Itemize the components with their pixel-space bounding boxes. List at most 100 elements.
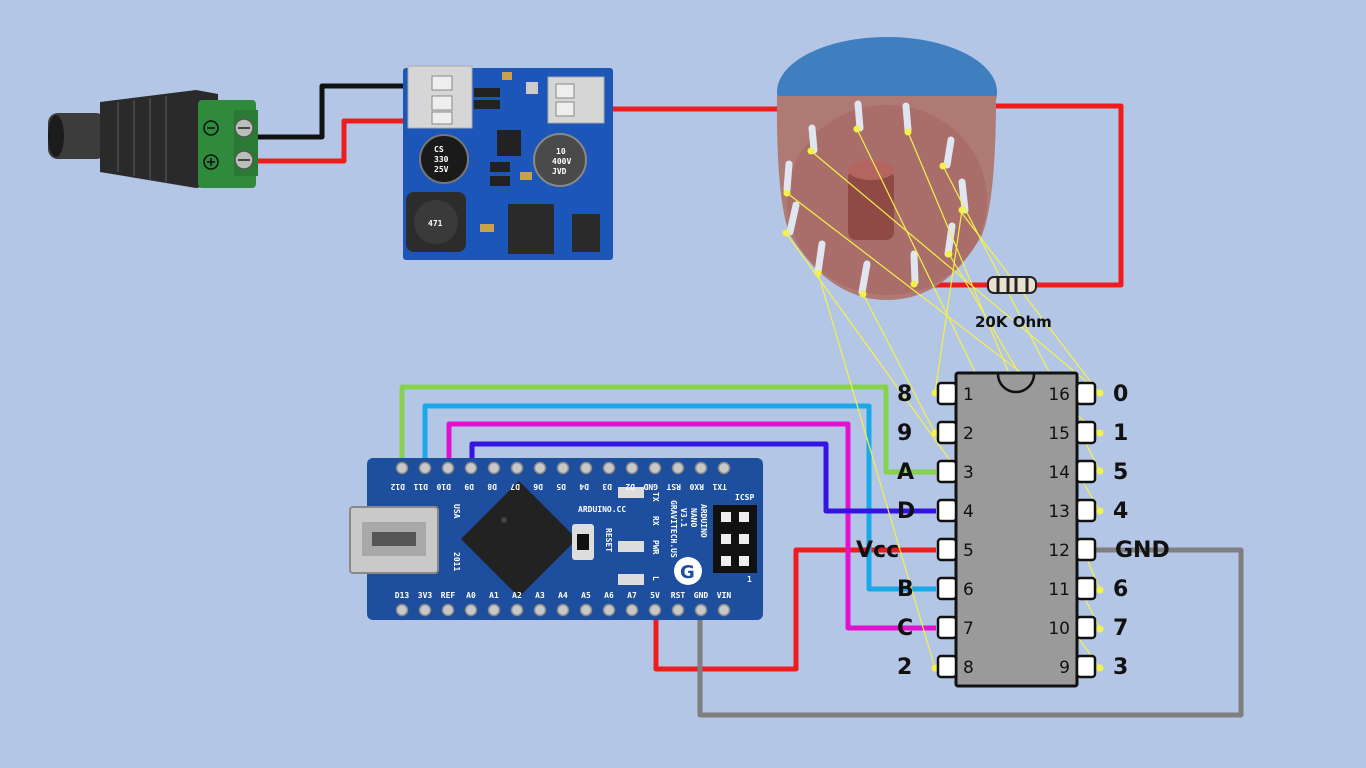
nano-top-pin-label: D2 bbox=[625, 482, 635, 491]
nano-top-pin bbox=[418, 461, 432, 475]
nano-top-pin-label: D8 bbox=[487, 482, 497, 491]
nano-bottom-pin bbox=[648, 603, 662, 617]
chip-pin-number: 8 bbox=[963, 658, 974, 678]
nano-bottom-pin-label: A6 bbox=[604, 591, 614, 600]
chip-pin-number: 1 bbox=[963, 385, 974, 405]
nano-bottom-pin-label: A5 bbox=[581, 591, 591, 600]
nano-top-pin bbox=[395, 461, 409, 475]
nano-bottom-pin bbox=[694, 603, 708, 617]
chip-right-pin-label: 7 bbox=[1113, 616, 1128, 641]
nano-bottom-pin bbox=[487, 603, 501, 617]
resistor-20k: 20K Ohm bbox=[975, 276, 1052, 331]
diode bbox=[572, 214, 600, 252]
nano-top-pin-label: D11 bbox=[413, 482, 428, 491]
chip-pin-number: 9 bbox=[1059, 658, 1070, 678]
nixie-tube bbox=[776, 37, 997, 300]
chip-right-pin bbox=[1075, 654, 1097, 679]
nano-top-pin-label: TX1 bbox=[712, 482, 727, 491]
nano-bottom-pin bbox=[717, 603, 731, 617]
nano-top-pin-label: D9 bbox=[464, 482, 474, 491]
nano-bottom-pin bbox=[464, 603, 478, 617]
controller-ic bbox=[497, 130, 521, 156]
nano-bottom-pin bbox=[556, 603, 570, 617]
chip-left-pin bbox=[936, 459, 958, 484]
inductor-label: 471 bbox=[428, 219, 443, 228]
nano-bottom-pin-label: 5V bbox=[650, 591, 660, 600]
nano-bottom-pin-label: GND bbox=[694, 591, 709, 600]
chip-pin-number: 3 bbox=[963, 463, 974, 483]
nano-top-pin bbox=[464, 461, 478, 475]
nano-bottom-pin-label: A2 bbox=[512, 591, 522, 600]
chip-left-pin-label: A bbox=[897, 460, 914, 485]
chip-left-pin-label: Vcc bbox=[856, 538, 899, 563]
nano-bottom-pin bbox=[602, 603, 616, 617]
nano-top-pin-label: GND bbox=[643, 482, 658, 491]
chip-pin-number: 11 bbox=[1048, 580, 1070, 600]
resistor-body bbox=[987, 276, 1037, 294]
nano-bottom-pin bbox=[579, 603, 593, 617]
nano-bottom-pin bbox=[671, 603, 685, 617]
nano-top-pin-label: D5 bbox=[556, 482, 566, 491]
chip-pin-number: 15 bbox=[1048, 424, 1070, 444]
chip-left-pin-label: D bbox=[897, 499, 915, 524]
nano-top-pin-label: D7 bbox=[510, 482, 520, 491]
chip-left-pin bbox=[936, 498, 958, 523]
chip-left-pin bbox=[936, 654, 958, 679]
nano-bottom-pin-label: A1 bbox=[489, 591, 499, 600]
jack-opening bbox=[48, 115, 64, 157]
chip-left-pin-label: 8 bbox=[897, 382, 912, 407]
wire-blue-d9 bbox=[469, 441, 936, 514]
year-text: 2011 bbox=[452, 552, 461, 571]
chip-pin-number: 14 bbox=[1048, 463, 1070, 483]
chip-right-pin bbox=[1075, 576, 1097, 601]
resistor-label: 20K Ohm bbox=[975, 313, 1052, 331]
gravitech-logo bbox=[674, 557, 702, 585]
wire-gray-gnd bbox=[697, 547, 1244, 718]
chip-pin-number: 13 bbox=[1048, 502, 1070, 522]
chip-right-pin-label: 5 bbox=[1113, 460, 1128, 485]
nano-bottom-pin bbox=[533, 603, 547, 617]
chip-left-pin bbox=[936, 537, 958, 562]
wires bbox=[258, 83, 1244, 718]
plus-symbol-icon bbox=[203, 154, 219, 170]
wire-cyan-d11 bbox=[422, 403, 936, 592]
nano-top-pin bbox=[602, 461, 616, 475]
nano-bottom-pin-label: A4 bbox=[558, 591, 568, 600]
nano-top-pin bbox=[648, 461, 662, 475]
mosfet bbox=[508, 204, 554, 254]
arduino-nano: G ARDUINO.CC ARDUINO NANO V3.1 GRAVITECH… bbox=[349, 458, 763, 620]
chip-left-pin-label: 9 bbox=[897, 421, 912, 446]
chip-left-pin-label: 2 bbox=[897, 655, 912, 680]
nano-top-pin-label: RST bbox=[666, 482, 681, 491]
chip-right-pin bbox=[1075, 420, 1097, 445]
arduino-cc-text: ARDUINO.CC bbox=[578, 505, 626, 514]
nano-text-1: ARDUINO bbox=[699, 504, 708, 538]
cap-a-text-2: 330 bbox=[434, 155, 449, 164]
usa-text: USA bbox=[452, 504, 461, 519]
chip-right-pin-label: 1 bbox=[1113, 421, 1128, 446]
chip-right-pin bbox=[1075, 459, 1097, 484]
chip-left-pin bbox=[936, 381, 958, 406]
cap-a-text-3: 25V bbox=[434, 165, 449, 174]
nano-bottom-pin-label: A0 bbox=[466, 591, 476, 600]
chip-left-pin-label: B bbox=[897, 577, 914, 602]
gravitech-logo-letter: G bbox=[680, 562, 695, 583]
chip-left-pin bbox=[936, 615, 958, 640]
chip-right-pin bbox=[1075, 615, 1097, 640]
nano-bottom-pin bbox=[625, 603, 639, 617]
wire-red-vcc bbox=[653, 547, 936, 672]
nano-bottom-pin-label: 3V3 bbox=[418, 591, 433, 600]
cap-b-text-3: JVD bbox=[552, 167, 567, 176]
nano-bottom-pin bbox=[418, 603, 432, 617]
nano-top-pin bbox=[533, 461, 547, 475]
nano-top-pin-label: D10 bbox=[436, 482, 451, 491]
chip-body bbox=[954, 371, 1079, 688]
led-l bbox=[618, 574, 644, 585]
nano-top-pin bbox=[487, 461, 501, 475]
nano-top-pin bbox=[694, 461, 708, 475]
nano-bottom-pin-label: D13 bbox=[395, 591, 410, 600]
chip-right-pin bbox=[1075, 498, 1097, 523]
chip-right-pin bbox=[1075, 537, 1097, 562]
nano-bottom-pin-label: VIN bbox=[717, 591, 732, 600]
nano-bottom-pin bbox=[441, 603, 455, 617]
